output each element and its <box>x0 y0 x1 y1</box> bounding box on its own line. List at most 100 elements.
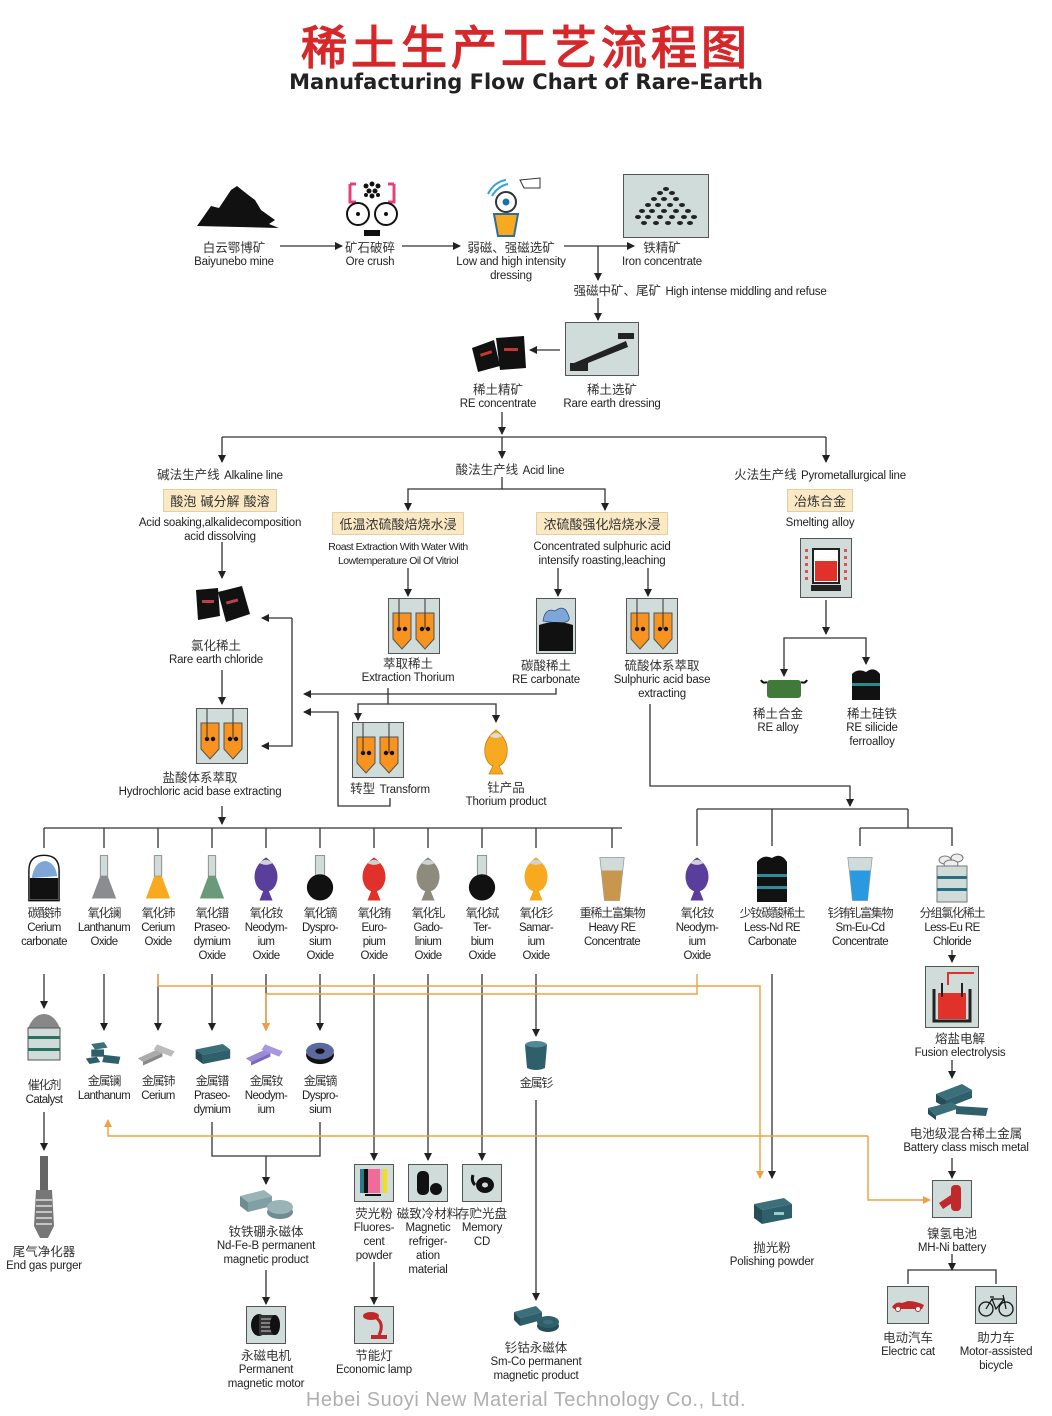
label-en: Oxide <box>144 936 172 948</box>
label-en: Fusion electrolysis <box>914 1047 1006 1059</box>
label-en: carbonate <box>21 936 67 948</box>
label-cn: 稀土合金 <box>752 706 804 721</box>
label-en: RE carbonate <box>512 674 580 686</box>
node-low-high-dressing: 弱磁、强磁选矿 Low and high intensity dressing <box>451 240 571 283</box>
label-cn: 火法生产线 <box>734 467 797 482</box>
black-barrel-icon <box>755 852 789 909</box>
label-en: dymium <box>193 1104 231 1116</box>
metal-bar-icon <box>192 1040 232 1073</box>
cerium-carbonate-jar-icon <box>27 852 61 909</box>
label-cn: 强磁中矿、尾矿 <box>573 283 661 298</box>
grey-barrel-icon <box>935 852 969 909</box>
node-middling-refuse: 强磁中矿、尾矿 High intense middling and refuse <box>573 282 826 300</box>
label-en: Sm-Eu-Cd <box>835 922 885 934</box>
label-cn: 稀土硅铁 <box>846 706 897 721</box>
label-en: material <box>408 1264 448 1276</box>
metal-purple-icon <box>244 1040 288 1073</box>
label-en: magnetic motor <box>227 1378 305 1390</box>
metal-grey-icon <box>136 1040 180 1073</box>
label-cn: 金属镨 <box>195 1074 230 1088</box>
label-en: Rare earth chloride <box>168 654 264 666</box>
label-en: End gas purger <box>6 1260 82 1272</box>
label-en: CD <box>473 1236 491 1248</box>
hcl-extraction-tank-icon <box>196 708 248 764</box>
beaker-tan-icon <box>597 852 627 909</box>
powder-red-icon <box>359 852 389 909</box>
label-en: linium <box>414 936 442 948</box>
label-en: MH-Ni battery <box>917 1242 987 1254</box>
label-en: Lanthanum <box>77 922 131 934</box>
label-en: Oxide <box>90 936 118 948</box>
label-en: refriger- <box>408 1236 448 1248</box>
pyro-line-header: 火法生产线 Pyrometallurgical line 冶炼合金 Smelti… <box>734 466 906 530</box>
label-en: dymium <box>193 936 231 948</box>
mountain-icon <box>197 184 279 233</box>
node-re-carbonate: 碳酸稀土 RE carbonate <box>512 658 580 687</box>
label-en: ium <box>257 936 275 948</box>
label-cn: 碳酸铈 <box>27 906 62 920</box>
label-en: magnetic product <box>493 1370 579 1382</box>
label-cn: 氯化稀土 <box>190 638 242 653</box>
flask-black-icon <box>467 852 497 909</box>
smelting-furnace-icon <box>800 538 852 598</box>
label-en: Magnetic <box>405 1222 451 1234</box>
label-en: Permanent <box>238 1364 294 1376</box>
polishing-box-icon <box>750 1196 794 1231</box>
node-fusion-electrolysis: 熔盐电解 Fusion electrolysis <box>915 1031 1006 1060</box>
label-en: Chloride <box>932 936 972 948</box>
flask-black-icon <box>305 852 335 909</box>
label-en: Acid line <box>522 465 565 477</box>
label-en: cent <box>363 1236 385 1248</box>
pyro-process-tag: 冶炼合金 <box>786 489 853 512</box>
node-battery-misch-metal: 电池级混合稀土金属 Battery class misch metal <box>903 1126 1029 1155</box>
catalyst-icon <box>26 1012 62 1067</box>
label-en: Gado- <box>413 922 444 934</box>
acid-low-temp-branch: 低温浓硫酸焙烧水浸 Roast Extraction With Water Wi… <box>318 512 478 568</box>
smco-magnet-icon <box>512 1304 560 1339</box>
label-cn: 钐钴永磁体 <box>504 1340 568 1355</box>
acid-low-desc: Roast Extraction With Water With Lowtemp… <box>328 541 468 567</box>
label-en: Oxide <box>360 950 388 962</box>
label-cn: 盐酸体系萃取 <box>162 770 238 785</box>
label-en: bicycle <box>979 1360 1013 1372</box>
re-silicide-barrel-icon <box>848 666 884 707</box>
node-thorium-product: 钍产品 Thorium product <box>466 780 547 809</box>
label-cn: 分组氯化稀土 <box>919 906 986 920</box>
metal-ring-icon <box>304 1040 336 1071</box>
alkaline-process-tag: 酸泡 碱分解 酸溶 <box>163 489 277 512</box>
node-re-concentrate: 稀土精矿 RE concentrate <box>460 382 537 411</box>
label-en: Concentrate <box>583 936 641 948</box>
label-en: Dyspro- <box>301 1090 339 1102</box>
label-en: Ore crush <box>345 256 395 268</box>
label-cn: 硫酸体系萃取 <box>624 658 700 673</box>
label-en: Low and high intensity dressing <box>456 256 566 282</box>
label-en: Extraction Thorium <box>361 672 455 684</box>
label-en: Cerium <box>141 922 175 934</box>
label-cn: 镍氢电池 <box>926 1226 978 1241</box>
magnetic-separator-icon <box>480 176 544 243</box>
label-cn: 抛光粉 <box>753 1240 791 1255</box>
orange-route-nd <box>262 974 698 1031</box>
label-cn: 电动汽车 <box>882 1330 933 1345</box>
label-cn: 萃取稀土 <box>382 656 434 671</box>
cd-icon <box>462 1164 502 1202</box>
concentrate-bags-icon <box>470 334 530 379</box>
node-sulphuric-extracting: 硫酸体系萃取 Sulphuric acid base extracting <box>607 658 717 701</box>
label-en: ium <box>257 1104 275 1116</box>
label-cn: 氧化钐 <box>519 906 554 920</box>
label-en: sium <box>309 936 331 948</box>
label-cn: 氧化镝 <box>303 906 338 920</box>
label-cn: 稀土精矿 <box>472 382 523 397</box>
node-baiyunebo-mine: 白云鄂博矿 Baiyunebo mine <box>194 240 274 269</box>
label-en: Memory <box>461 1222 503 1234</box>
